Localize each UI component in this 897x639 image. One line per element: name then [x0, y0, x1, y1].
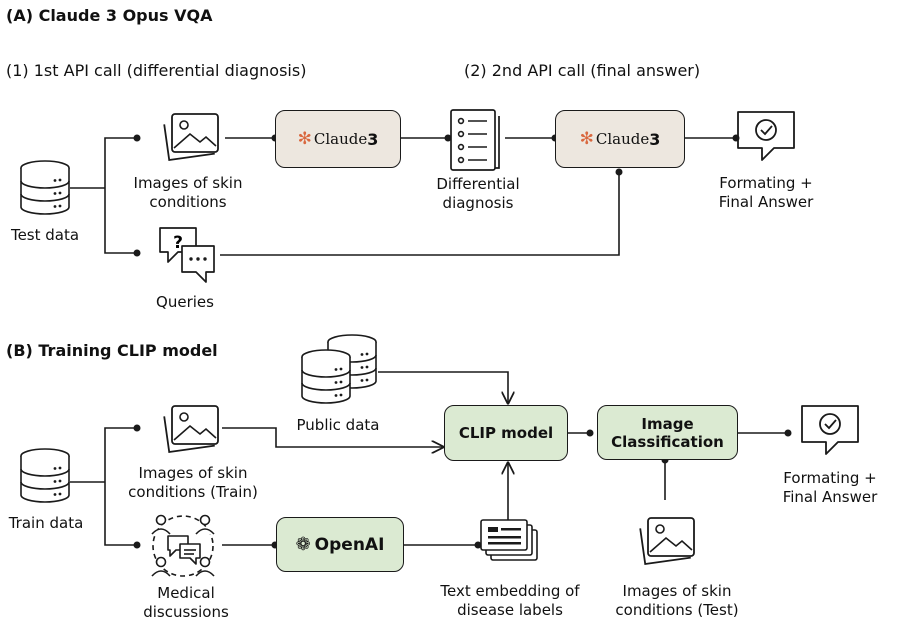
test-data-label: Test data	[10, 226, 80, 244]
dots-b	[133, 424, 792, 549]
train-data-icon	[20, 448, 70, 503]
images-test-label: Images of skin conditions (Test)	[615, 582, 739, 619]
connectors-b	[70, 371, 788, 546]
openai-box: ❁ OpenAI	[276, 517, 404, 572]
queries-label: Queries	[156, 293, 214, 311]
final-answer-a-label: Formating + Final Answer	[718, 174, 814, 211]
medical-label: Medical discussions	[143, 584, 229, 621]
connectors-a	[70, 137, 736, 256]
clip-model-box: CLIP model	[444, 405, 568, 461]
public-data-label: Public data	[296, 416, 380, 434]
api-call-2-label: (2) 2nd API call (final answer)	[464, 61, 701, 80]
image-test-icon	[639, 517, 695, 565]
openai-logo-icon: ❁	[295, 534, 311, 555]
image-classification-box: Image Classification	[597, 405, 738, 460]
image-icon	[163, 113, 219, 161]
text-embedding-label: Text embedding of disease labels	[440, 582, 580, 619]
chat-check-b-icon	[801, 405, 859, 455]
images-train-label: Images of skin conditions (Train)	[128, 464, 258, 501]
chat-question-icon: ?	[159, 227, 215, 283]
train-data-label: Train data	[8, 514, 84, 532]
api-call-1-label: (1) 1st API call (differential diagnosis…	[6, 61, 307, 80]
test-data-icon	[20, 160, 70, 215]
documents-icon	[480, 519, 538, 561]
list-icon	[450, 109, 500, 171]
claude-star-icon: ✻	[297, 129, 312, 149]
svg-text:?: ?	[173, 233, 183, 253]
image-train-icon	[163, 405, 219, 453]
differential-label: Differential diagnosis	[436, 175, 520, 212]
claude-star-icon: ✻	[579, 129, 594, 149]
images-label: Images of skin conditions	[133, 174, 243, 211]
public-data-icon	[301, 334, 377, 404]
section-a-title: (A) Claude 3 Opus VQA	[6, 6, 213, 25]
claude-box-1: ✻ Claude 3	[275, 110, 401, 168]
final-answer-b-label: Formating + Final Answer	[782, 469, 878, 506]
claude-box-2: ✻ Claude 3	[555, 110, 685, 168]
chat-check-icon	[737, 111, 795, 161]
people-discussion-icon	[151, 514, 215, 577]
section-b-title: (B) Training CLIP model	[6, 341, 218, 360]
